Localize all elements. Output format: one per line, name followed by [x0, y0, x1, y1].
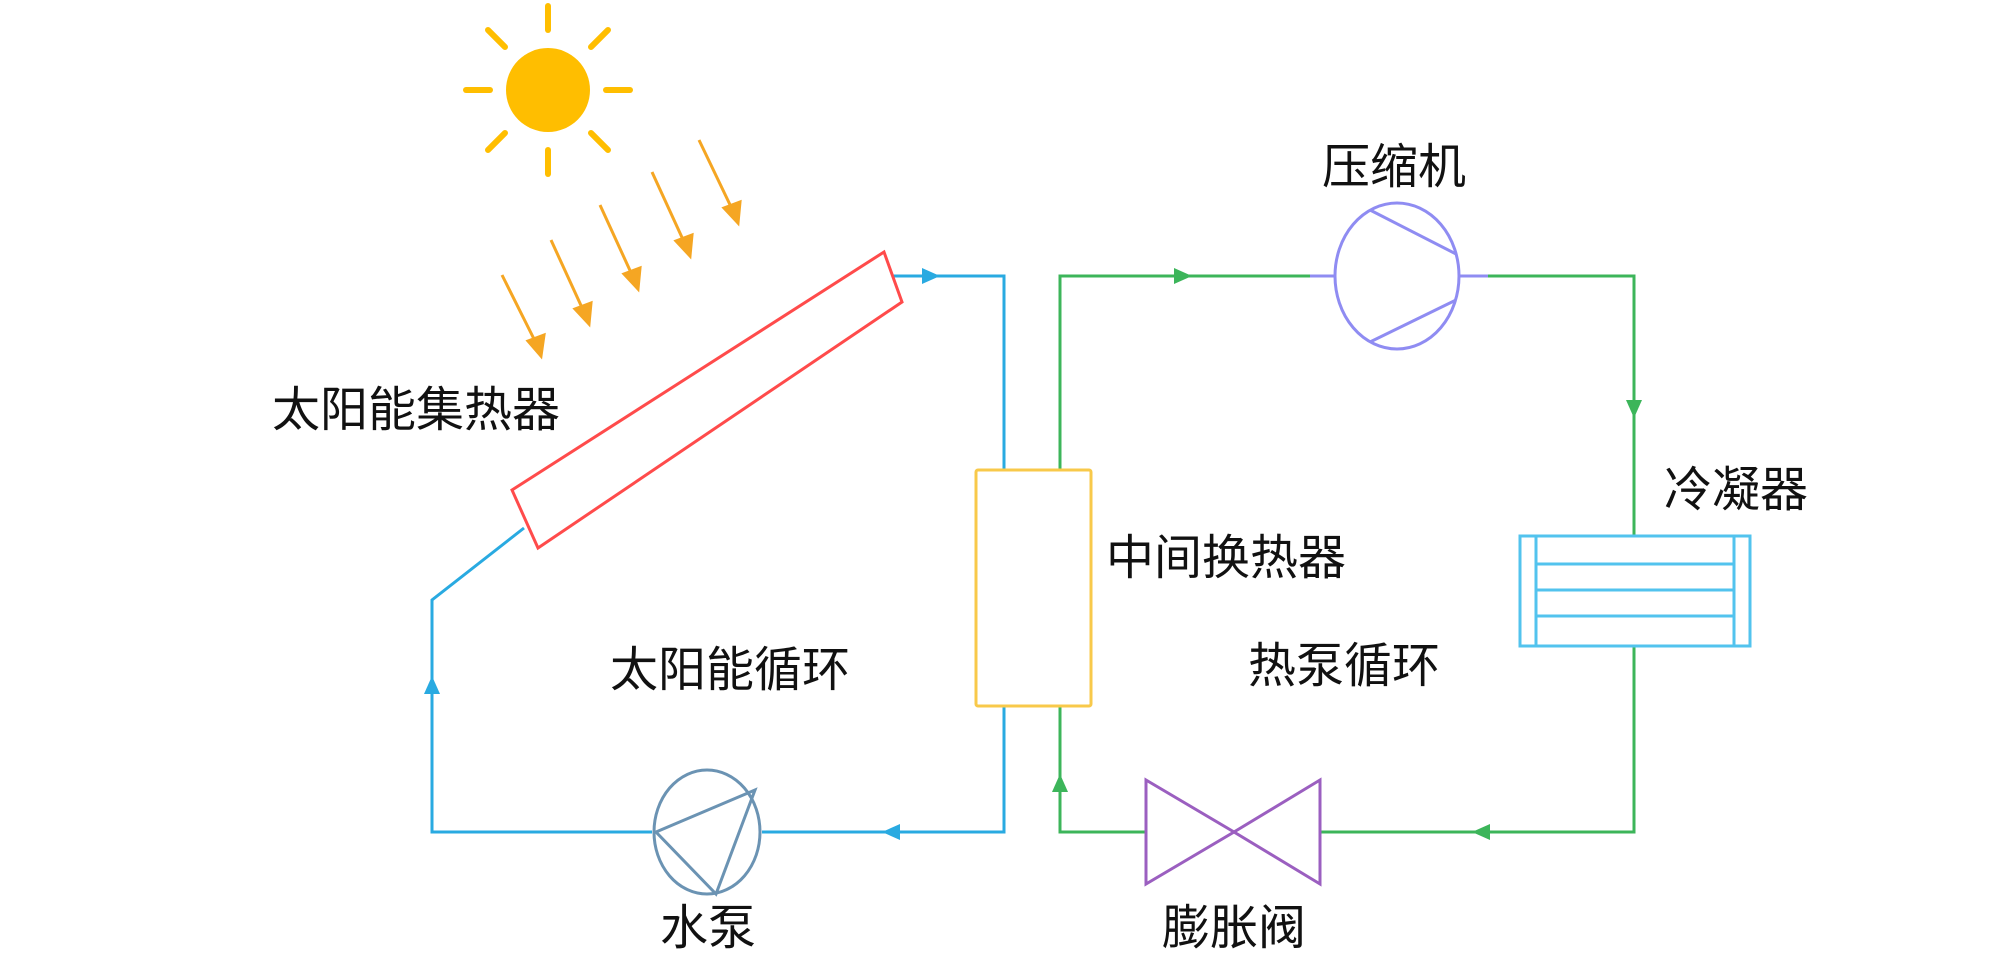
flow-arrow-icon [882, 824, 900, 840]
heat-pump-cycle-label: 热泵循环 [1248, 638, 1440, 694]
pump-icon [652, 768, 762, 897]
flow-arrow-icon [1472, 824, 1490, 840]
heat-pump-loop-pipe [1058, 274, 1636, 834]
ray-arrow-icon [598, 204, 642, 293]
heat-pump-flow-arrows [1052, 268, 1642, 840]
ray-arrow-icon [697, 139, 742, 227]
flow-arrow-icon [922, 268, 940, 284]
ray-arrow-icon [650, 171, 694, 260]
expansion-valve-label: 膨胀阀 [1162, 900, 1306, 956]
ray-arrow-icon [500, 274, 546, 360]
flow-arrow-icon [424, 676, 440, 694]
compressor-icon [1333, 201, 1461, 351]
valve-icon [1144, 777, 1322, 887]
compressor-label: 压缩机 [1322, 139, 1466, 195]
solar-collector-label: 太阳能集热器 [272, 382, 560, 438]
intermediate-heat-exchanger [974, 468, 1093, 708]
condenser [1518, 534, 1752, 648]
solar-radiation-arrows [500, 139, 742, 360]
flow-arrow-icon [1626, 400, 1642, 418]
flow-arrow-icon [1052, 774, 1068, 792]
flow-arrow-icon [1174, 268, 1192, 284]
condenser-label: 冷凝器 [1664, 462, 1808, 518]
solar-cycle-label: 太阳能循环 [610, 642, 850, 698]
intermediate-hx-label: 中间换热器 [1106, 530, 1346, 586]
solar-loop-flow-arrows [424, 268, 940, 840]
sun-icon [463, 3, 633, 177]
solar-collector [510, 249, 904, 551]
water-pump-label: 水泵 [660, 900, 756, 956]
ray-arrow-icon [549, 239, 593, 328]
